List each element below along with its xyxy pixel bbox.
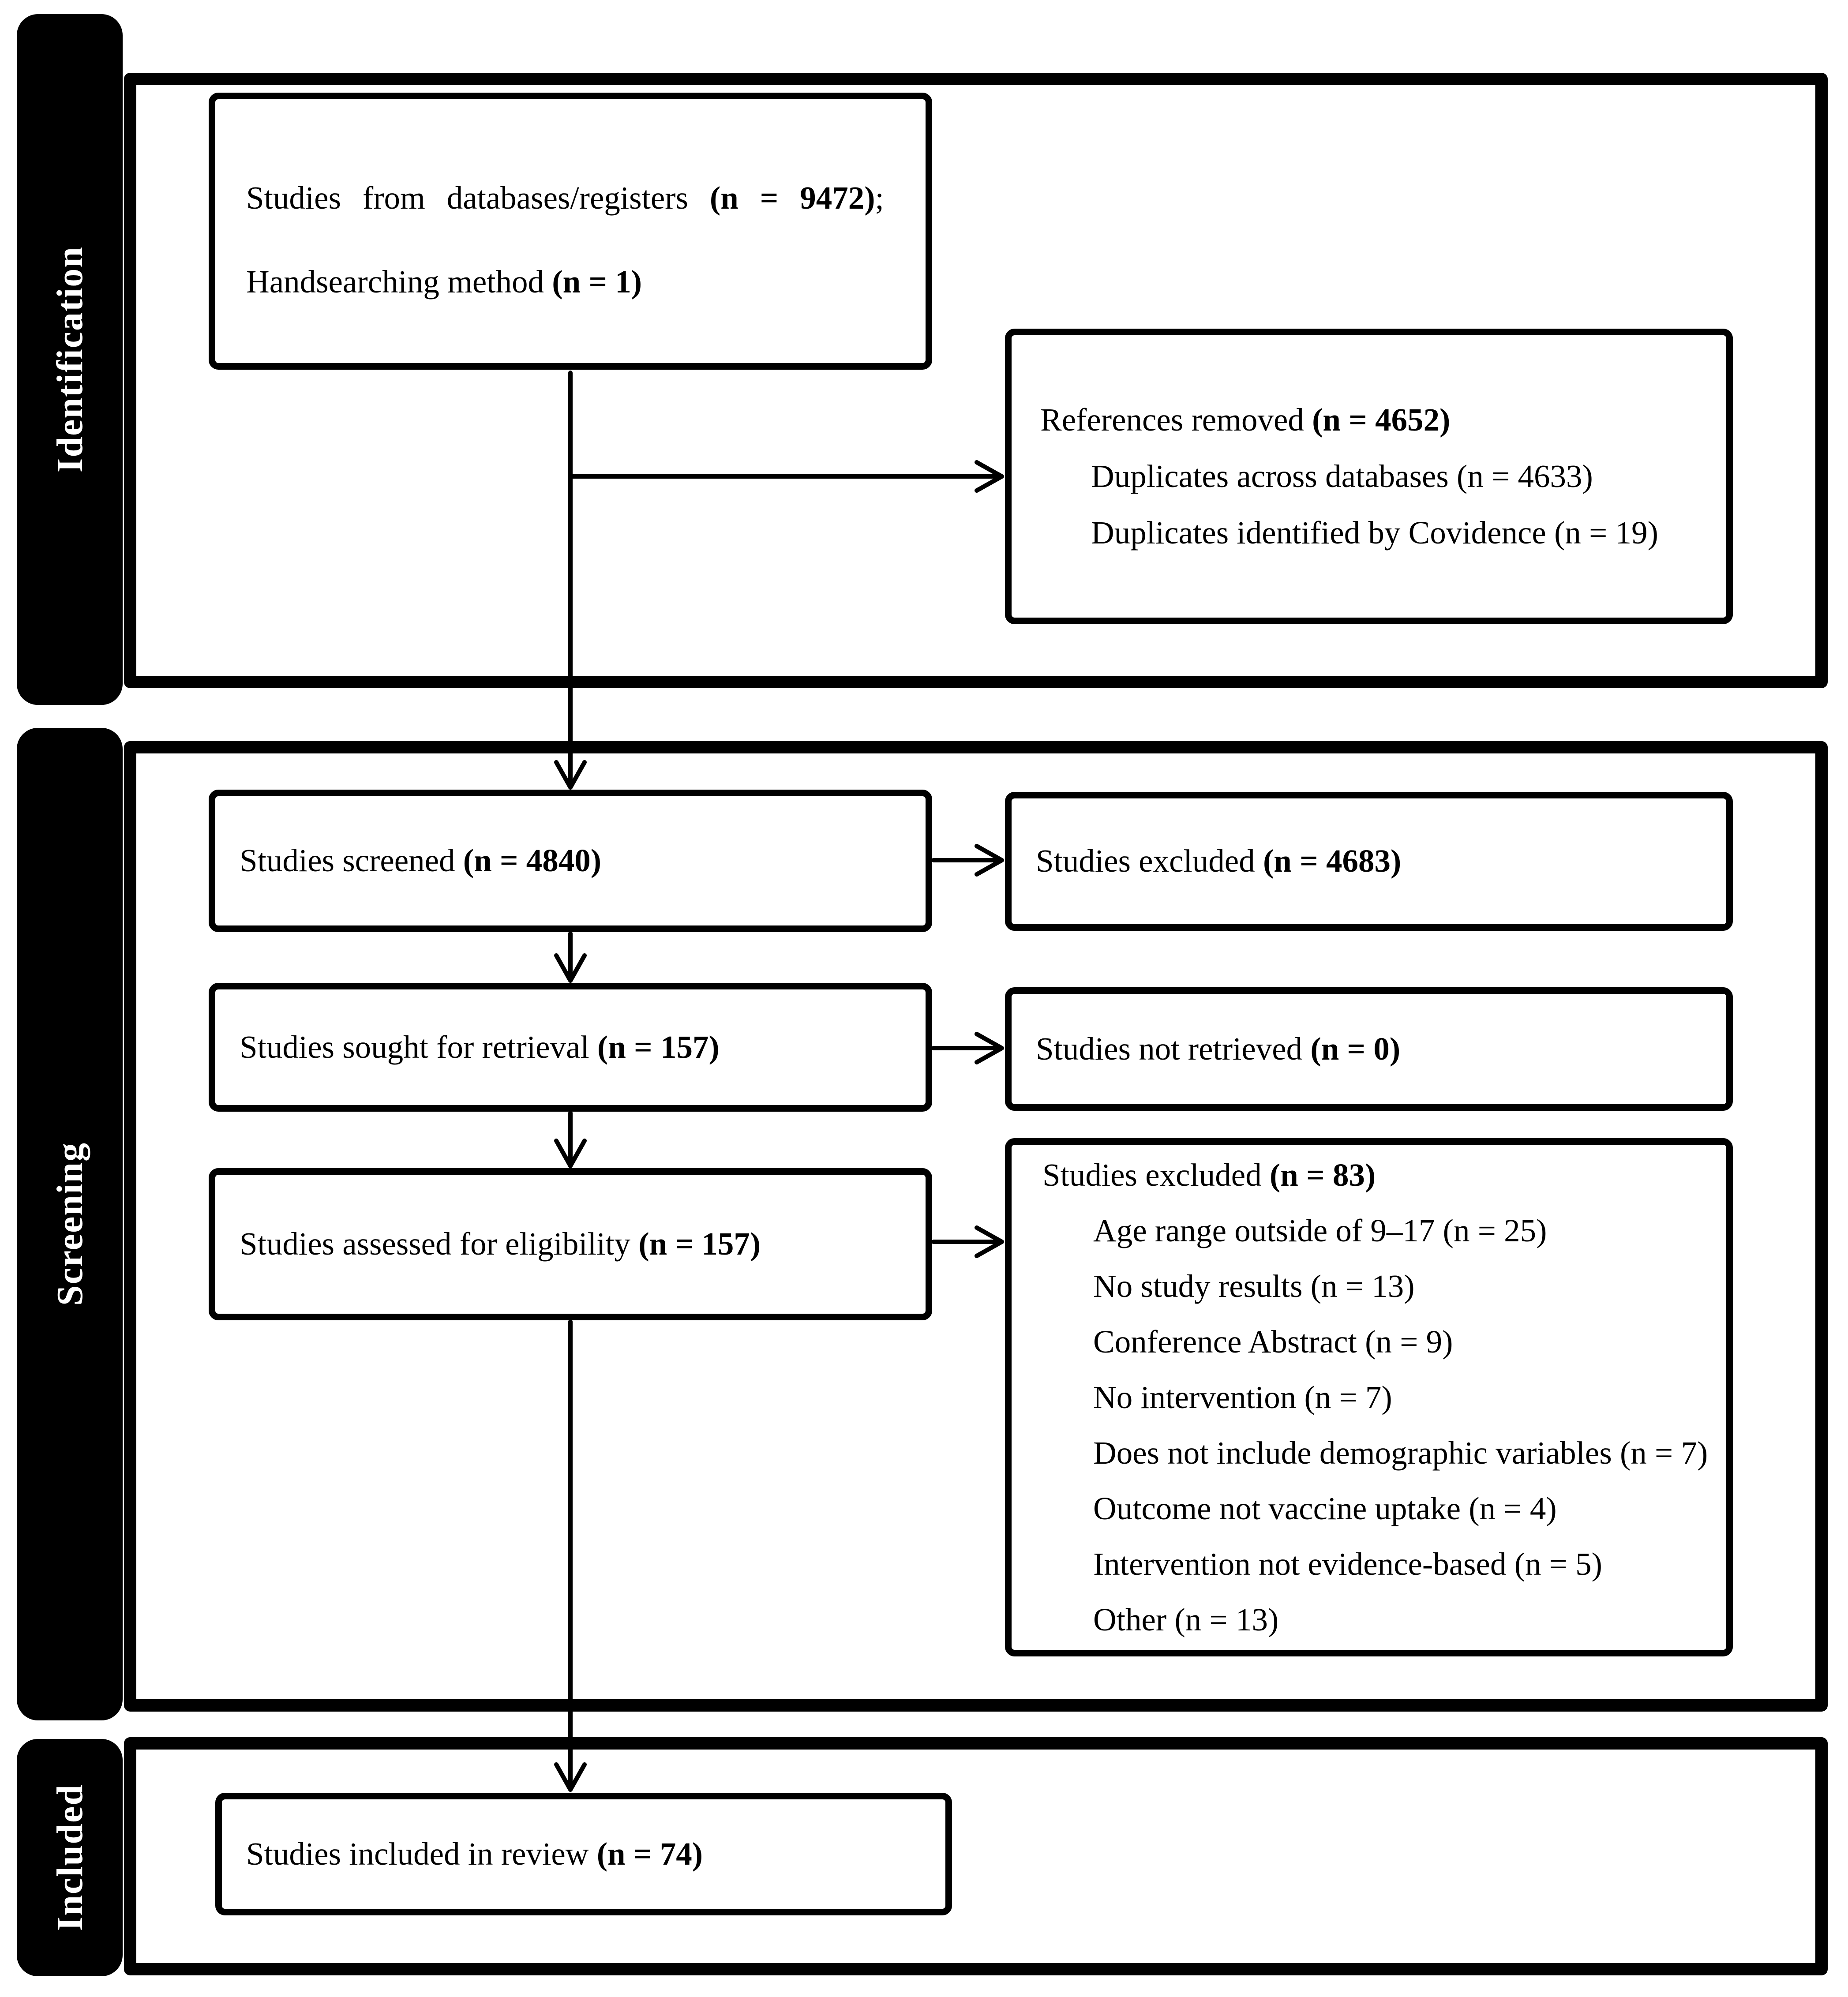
included-stage-tab: Included (17, 1739, 123, 1976)
box-studies-excluded-screening: Studies excluded (n = 4683) (1005, 792, 1733, 931)
exclusion-reason: Conference Abstract (n = 9) (1093, 1324, 1453, 1360)
references-removed-item: Duplicates across databases (n = 4633) (1091, 458, 1593, 494)
excluded-eligibility-header: Studies excluded (n = 83) (1042, 1157, 1376, 1193)
box-studies-not-retrieved: Studies not retrieved (n = 0) (1005, 987, 1733, 1111)
included-panel (124, 1737, 1828, 1975)
box-studies-screened: Studies screened (n = 4840) (209, 790, 932, 932)
identification-stage-label: Identification (49, 246, 90, 473)
included-stage-label: Included (49, 1784, 90, 1931)
box-studies-from-databases: Studies from databases/registers (n = 94… (209, 93, 932, 370)
exclusion-reason: No intervention (n = 7) (1093, 1379, 1392, 1415)
identification-stage-tab: Identification (17, 14, 123, 705)
references-removed-header: References removed (n = 4652) (1040, 402, 1451, 438)
box-studies-excluded-eligibility: Studies excluded (n = 83) Age range outs… (1005, 1138, 1733, 1656)
exclusion-reason: Other (n = 13) (1093, 1602, 1279, 1637)
screening-stage-label: Screening (49, 1142, 90, 1306)
databases-line: Studies from databases/registers (n = 94… (246, 180, 884, 216)
handsearching-line: Handsearching method (n = 1) (246, 264, 642, 300)
screening-panel (124, 741, 1828, 1712)
exclusion-reason: Intervention not evidence-based (n = 5) (1093, 1546, 1602, 1582)
exclusion-reason: No study results (n = 13) (1093, 1268, 1415, 1304)
box-references-removed: References removed (n = 4652) Duplicates… (1005, 329, 1733, 624)
identification-panel (124, 73, 1828, 688)
screening-stage-tab: Screening (17, 728, 123, 1720)
exclusion-reason: Does not include demographic variables (… (1093, 1435, 1708, 1471)
box-studies-sought-retrieval: Studies sought for retrieval (n = 157) (209, 983, 932, 1112)
references-removed-item: Duplicates identified by Covidence (n = … (1091, 515, 1658, 551)
exclusion-reason: Outcome not vaccine uptake (n = 4) (1093, 1491, 1557, 1526)
box-studies-assessed-eligibility: Studies assessed for eligibility (n = 15… (209, 1168, 932, 1320)
exclusion-reason: Age range outside of 9–17 (n = 25) (1093, 1213, 1547, 1248)
box-studies-included-review: Studies included in review (n = 74) (215, 1793, 952, 1915)
